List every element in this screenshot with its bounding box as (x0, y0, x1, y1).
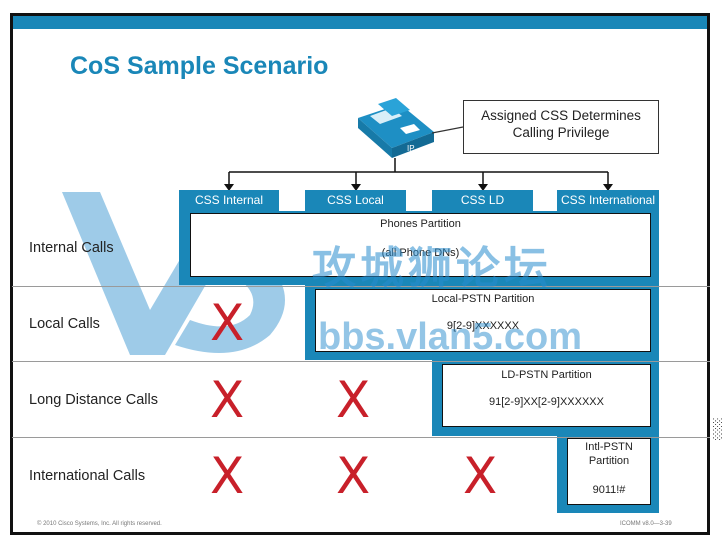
css-callout-box: Assigned CSS Determines Calling Privileg… (463, 100, 659, 154)
column-header-css-international: CSS International (557, 190, 659, 211)
callout-line-2: Calling Privilege (512, 125, 610, 140)
watermark-text: 攻城狮论坛 (312, 244, 552, 293)
ip-label: IP (407, 144, 415, 153)
local-pstn-partition-pattern: 9[2-9]XXXXXX (446, 320, 520, 332)
watermark-url: bbs.vlan5.com (318, 316, 582, 358)
row-label-local-calls: Local Calls (29, 316, 100, 332)
local-pstn-partition-box: Local-PSTN Partition 9[2-9]XXXXXX (315, 289, 651, 352)
edge-glyph: ░ (712, 418, 722, 440)
course-code-footer: ICOMM v8.0—3-39 (620, 521, 672, 527)
phones-partition-name: Phones Partition (380, 218, 461, 230)
x-mark-icon: X (336, 447, 371, 505)
column-header-css-internal: CSS Internal (179, 190, 279, 211)
row-divider (12, 286, 710, 287)
ld-pstn-partition-pattern: 91[2-9]XX[2-9]XXXXXX (489, 396, 604, 408)
row-label-long-distance-calls: Long Distance Calls (29, 392, 158, 408)
row-divider (12, 437, 710, 438)
row-label-internal-calls: Internal Calls (29, 240, 114, 256)
column-header-css-local: CSS Local (305, 190, 406, 211)
slide-title: CoS Sample Scenario (70, 52, 329, 80)
x-mark-icon: X (210, 447, 245, 505)
x-mark-icon: X (463, 447, 498, 505)
phones-partition-pattern: (all Phone DNs) (381, 247, 460, 259)
phones-partition-box: Phones Partition (all Phone DNs) (190, 213, 651, 277)
column-header-css-ld: CSS LD (432, 190, 533, 211)
copyright-footer: © 2010 Cisco Systems, Inc. All rights re… (37, 521, 162, 527)
callout-line-1: Assigned CSS Determines (481, 108, 641, 123)
intl-pstn-partition-pattern: 9011!# (592, 484, 626, 496)
x-mark-icon: X (210, 294, 245, 352)
slide-top-bar (13, 16, 707, 29)
row-divider (12, 361, 710, 362)
row-label-international-calls: International Calls (29, 468, 146, 484)
intl-pstn-partition-name-1: Intl-PSTN (585, 441, 633, 453)
ld-pstn-partition-name: LD-PSTN Partition (501, 369, 592, 381)
x-mark-icon: X (336, 371, 371, 429)
ld-pstn-partition-box: LD-PSTN Partition 91[2-9]XX[2-9]XXXXXX (442, 364, 651, 427)
x-mark-icon: X (210, 371, 245, 429)
local-pstn-partition-name: Local-PSTN Partition (431, 293, 535, 305)
intl-pstn-partition-name-2: Partition (588, 455, 630, 467)
intl-pstn-partition-box: Intl-PSTN Partition 9011!# (567, 438, 651, 505)
